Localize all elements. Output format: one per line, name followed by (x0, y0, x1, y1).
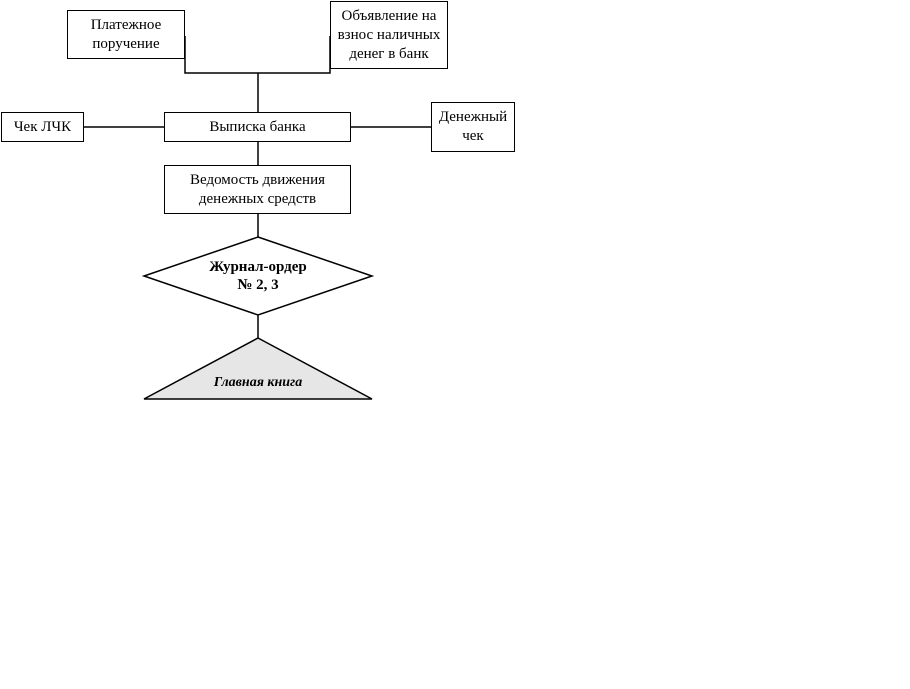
cash-check-box: Денежный чек (431, 102, 515, 152)
top-connector (184, 36, 331, 74)
journal-order-diamond (141, 236, 375, 316)
cash-deposit-notice-box: Объявление на взнос наличных денег в бан… (330, 1, 448, 69)
general-ledger-label: Главная книга (213, 375, 303, 390)
lchk-check-box: Чек ЛЧК (1, 112, 84, 142)
general-ledger-triangle (143, 337, 373, 400)
bank-statement-box: Выписка банка (164, 112, 351, 142)
payment-order-box: Платежное поручение (67, 10, 185, 59)
cash-flow-statement-box: Ведомость движения денежных средств (164, 165, 351, 214)
journal-order-label: Журнал-ордер № 2, 3 (209, 259, 307, 293)
